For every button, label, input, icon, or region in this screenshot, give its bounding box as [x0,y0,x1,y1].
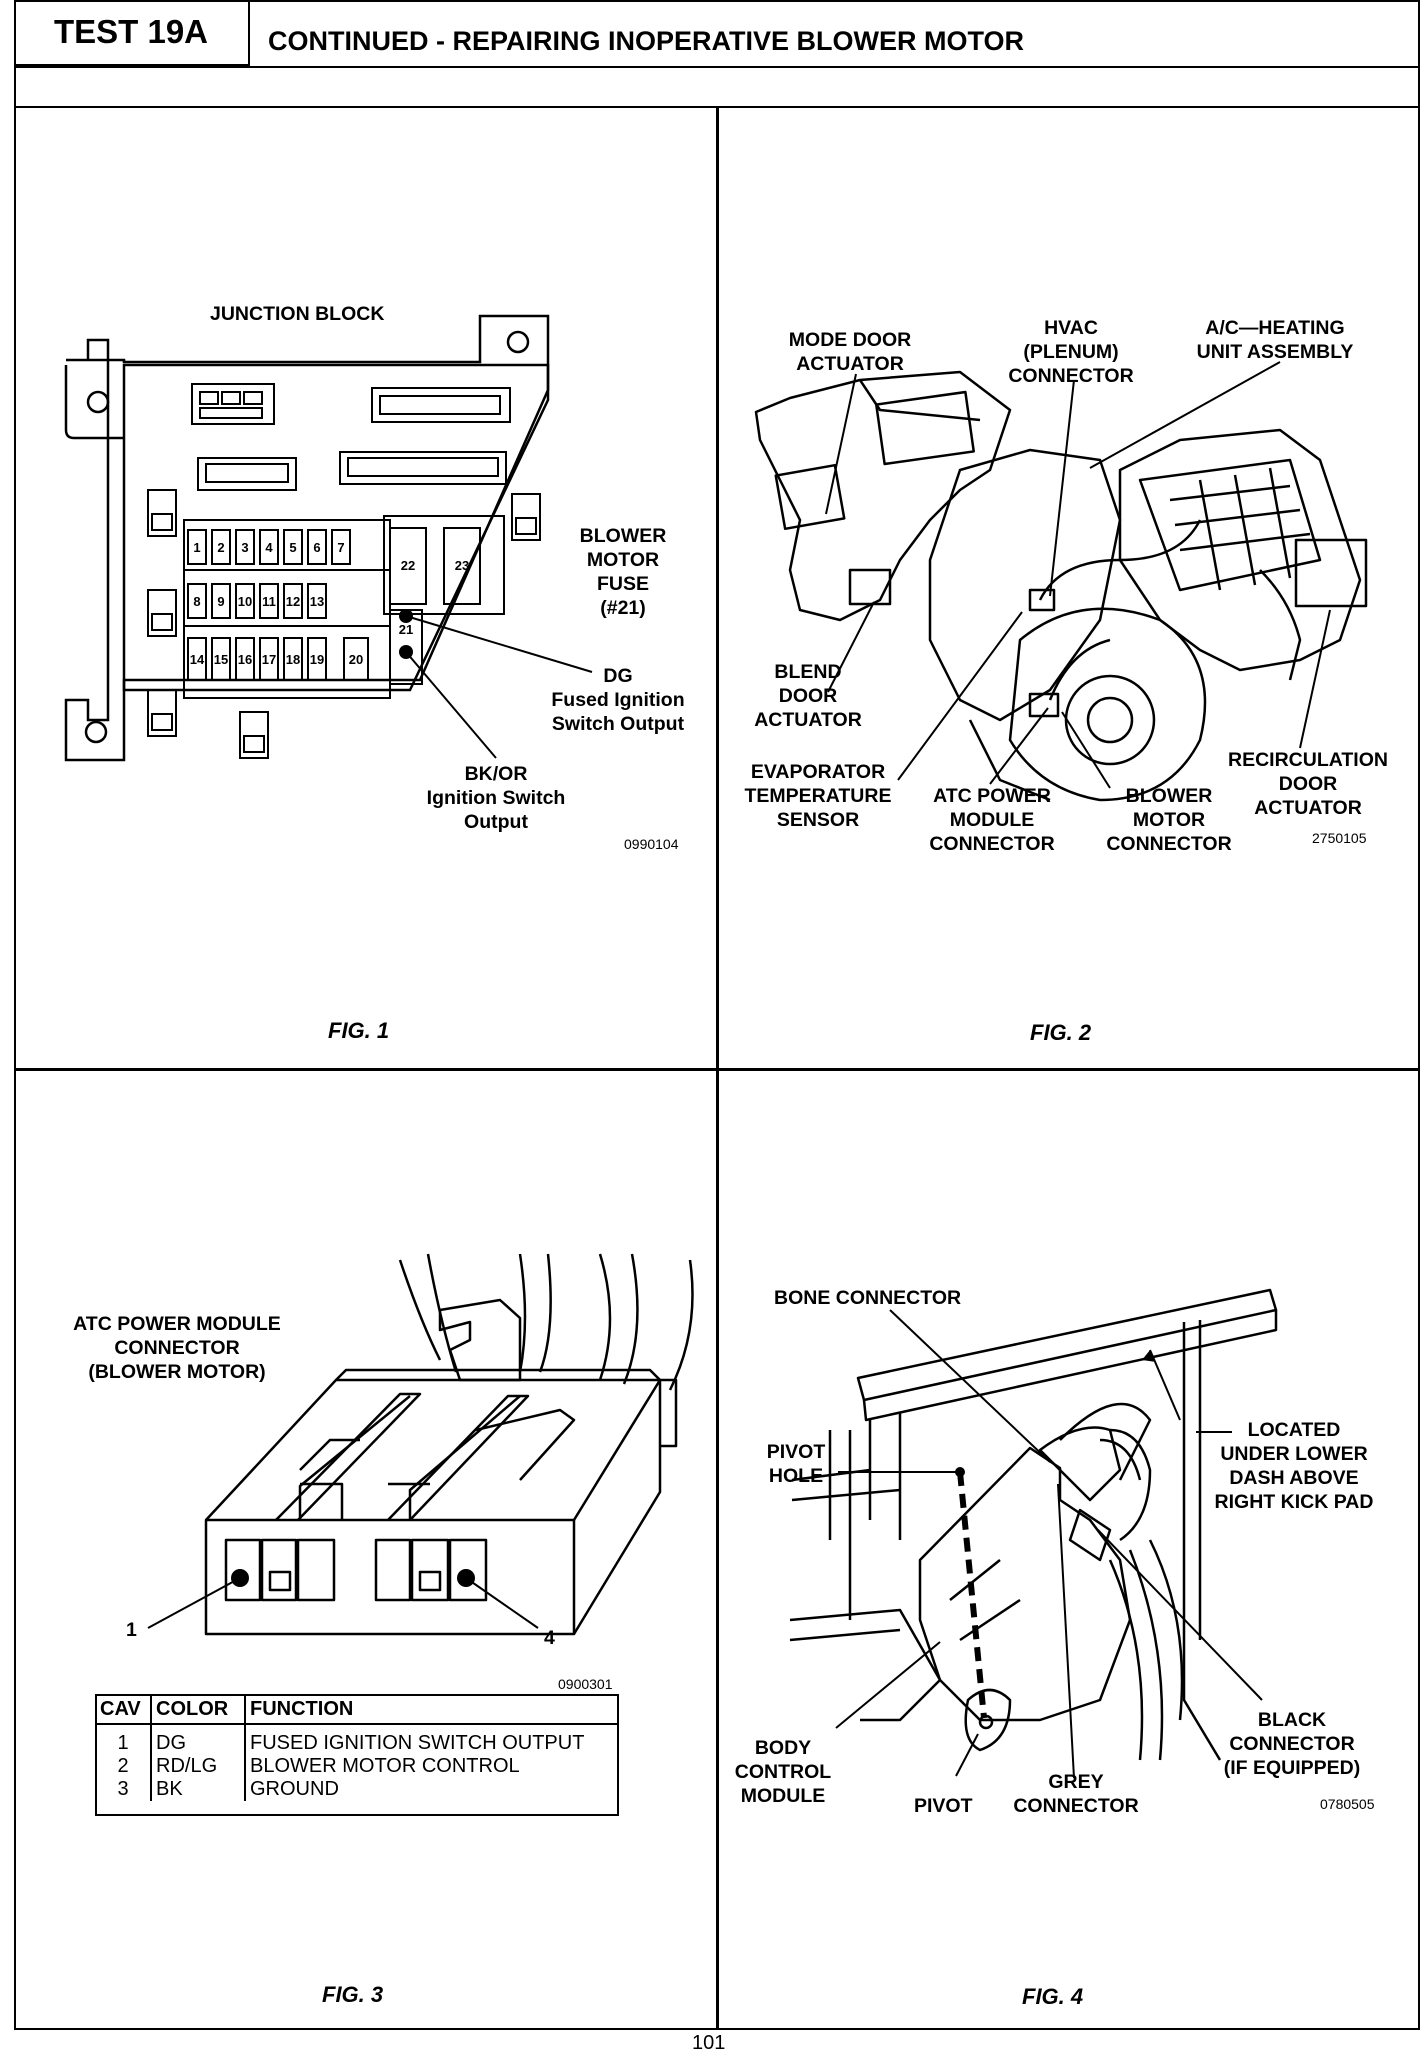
fig2-code: 2750105 [1312,830,1367,846]
col-color: COLOR [150,1696,245,1725]
recirculation-door-actuator-label: RECIRCULATION DOOR ACTUATOR [1228,749,1388,819]
fuse-18: 18 [286,652,300,667]
table-row: 1 DG FUSED IGNITION SWITCH OUTPUT [96,1732,618,1755]
atc-connector-title: ATC POWER MODULE CONNECTOR (BLOWER MOTOR… [73,1313,281,1383]
header-divider-top [14,66,1420,68]
fig2-caption: FIG. 2 [1030,1020,1092,1045]
fuse-6: 6 [313,540,320,555]
black-connector-label: BLACK CONNECTOR (IF EQUIPPED) [1223,1709,1361,1779]
fuse-21: 21 [399,622,413,637]
junction-block-title: JUNCTION BLOCK [210,303,385,325]
fuse-20: 20 [349,652,363,667]
col-function: FUNCTION [244,1696,618,1725]
fig4-code: 0780505 [1320,1796,1375,1812]
pivot-label: PIVOT [914,1795,973,1817]
grey-connector-label: GREY CONNECTOR [1013,1771,1139,1817]
fuse-23: 23 [455,558,469,573]
fuse-9: 9 [217,594,224,609]
blend-door-actuator-label: BLEND DOOR ACTUATOR [754,661,862,731]
bk-or-wire-label: BK/OR Ignition Switch Output [426,763,566,833]
table-header-row: CAV COLOR FUNCTION [96,1696,618,1725]
evaporator-sensor-label: EVAPORATOR TEMPERATURE SENSOR [744,761,892,831]
fuse-2: 2 [217,540,224,555]
fuse-11: 11 [262,594,276,609]
blower-motor-fuse-label: BLOWER MOTOR FUSE (#21) [579,525,667,619]
fuse-3: 3 [241,540,248,555]
fuse-10: 10 [238,594,252,609]
pivot-hole-label: PIVOT HOLE [766,1441,826,1487]
fuse-17: 17 [262,652,276,667]
fuse-5: 5 [289,540,296,555]
fig1-code: 0990104 [624,836,679,852]
page-number: 101 [692,2032,726,2054]
fuse-15: 15 [214,652,228,667]
atc-power-module-connector-label: ATC POWER MODULE CONNECTOR [929,785,1055,855]
fuse-14: 14 [190,652,205,667]
fuse-7: 7 [337,540,344,555]
page-title: CONTINUED - REPAIRING INOPERATIVE BLOWER… [268,26,1025,56]
fuse-22: 22 [401,558,415,573]
column-divider [716,106,719,2030]
table-row: 3 BK GROUND [96,1778,618,1801]
blower-motor-connector-label: BLOWER MOTOR CONNECTOR [1106,785,1232,855]
fuse-12: 12 [286,594,300,609]
test-id: TEST 19A [14,0,250,66]
fuse-19: 19 [310,652,324,667]
cavity-table: CAV COLOR FUNCTION 1 DG FUSED IGNITION S… [96,1696,618,1801]
pin-1-label: 1 [126,1619,137,1641]
fuse-8: 8 [193,594,200,609]
ac-heating-unit-label: A/C—HEATING UNIT ASSEMBLY [1196,317,1354,363]
fig1-caption: FIG. 1 [328,1018,390,1043]
hvac-connector-label: HVAC (PLENUM) CONNECTOR [1008,317,1134,387]
table-row: 2 RD/LG BLOWER MOTOR CONTROL [96,1755,618,1778]
fig3-code: 0900301 [558,1676,613,1692]
bone-connector-label: BONE CONNECTOR [774,1287,962,1309]
mode-door-actuator-label: MODE DOOR ACTUATOR [788,329,912,375]
fuse-1: 1 [193,540,200,555]
fig3-caption: FIG. 3 [322,1982,384,2007]
fuse-4: 4 [265,540,273,555]
location-note: LOCATED UNDER LOWER DASH ABOVE RIGHT KIC… [1214,1419,1374,1513]
dg-wire-label: DG Fused Ignition Switch Output [551,665,685,735]
fuse-16: 16 [238,652,252,667]
body-control-module-label: BODY CONTROL MODULE [734,1737,832,1807]
col-cav: CAV [96,1696,151,1725]
cavity-table-frame [95,1694,619,1816]
fuse-13: 13 [310,594,324,609]
fig4-caption: FIG. 4 [1022,1984,1084,2009]
pin-4-label: 4 [544,1627,555,1649]
